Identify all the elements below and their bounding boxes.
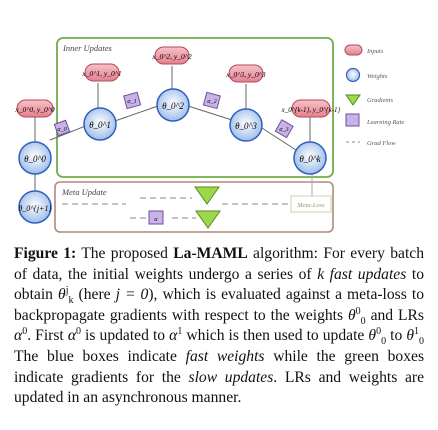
math-sup: 0 (22, 326, 28, 338)
math-sup: 0 (355, 305, 361, 317)
math-sup: 1 (177, 326, 183, 338)
gradient-triangle (195, 210, 221, 229)
input-pill: x_0^{k-1}, y_0^{k-1} (281, 99, 341, 118)
weight-node: θ_0^1 (83, 107, 117, 141)
math-sup: 0 (76, 326, 81, 338)
caption-text: The blue boxes indicate (14, 347, 186, 365)
lr-box: α_0 (53, 119, 71, 137)
caption-text: while the green boxes indicate gradients… (14, 347, 425, 386)
legend-item-grad-flow: Grad Flow (346, 140, 396, 147)
inner-updates-title: Inner Updates (62, 43, 113, 53)
math-alpha: α (14, 327, 23, 345)
math-alpha: α (169, 327, 178, 345)
input-pill: x_0^2, y_0^2 (151, 46, 192, 65)
caption-text: (here (73, 286, 116, 304)
input-pill: x_0^0, y_0^0 (14, 99, 55, 118)
svg-text:θ_0^{j+1}: θ_0^{j+1} (18, 204, 52, 213)
meta-update-frame (54, 181, 334, 233)
lr-box: α (148, 210, 164, 225)
algorithm-figure: Inner Updates Meta Update x_0^1, y_0^1 x… (14, 37, 404, 233)
legend-item-inputs: Inputs (344, 44, 384, 56)
svg-text:x_0^3, y_0^3: x_0^3, y_0^3 (225, 70, 265, 79)
math-sup: j (65, 285, 69, 296)
figure-caption: Figure 1: The proposed La-MAML algorithm… (14, 244, 424, 409)
svg-text:α_0: α_0 (57, 127, 66, 133)
meta-update-title: Meta Update (61, 187, 107, 197)
math-theta: θ (58, 286, 66, 304)
caption-label: Figure 1: (14, 245, 77, 262)
weight-node: θ_0^3 (229, 108, 263, 142)
svg-text:Weights: Weights (367, 73, 388, 80)
caption-text: which is then used to update (182, 327, 369, 345)
math-sub: k (68, 295, 74, 307)
legend-item-gradients: Gradients (345, 94, 393, 106)
caption-text: . LRs and weights are updated in an asyn… (14, 368, 424, 407)
svg-text:θ_0^3: θ_0^3 (235, 121, 257, 131)
caption-text: . First (27, 327, 68, 345)
caption-text: ), which is evaluated against a meta-los… (14, 286, 424, 324)
figure-diagram: Inner Updates Meta Update x_0^1, y_0^1 x… (14, 37, 404, 233)
svg-text:Grad Flow: Grad Flow (367, 140, 396, 147)
svg-text:x_0^2, y_0^2: x_0^2, y_0^2 (151, 52, 191, 61)
grad-flow-lines (62, 197, 290, 219)
math-sub: 0 (360, 315, 366, 327)
inner-updates-frame (56, 37, 334, 178)
svg-text:α_1: α_1 (127, 99, 136, 105)
math-theta: θ (406, 327, 414, 345)
weight-node: θ_0^0 (18, 141, 52, 175)
legend-item-weights: Weights (345, 67, 388, 83)
svg-text:x_0^{k-1}, y_0^{k-1}: x_0^{k-1}, y_0^{k-1} (281, 106, 341, 114)
input-pill: x_0^3, y_0^3 (225, 64, 266, 83)
weight-node: θ_0^k (293, 141, 327, 175)
math-theta: θ (368, 327, 377, 345)
svg-text:x_0^0, y_0^0: x_0^0, y_0^0 (14, 105, 54, 114)
svg-text:Learning Rate: Learning Rate (366, 119, 404, 126)
svg-text:α_2: α_2 (207, 99, 216, 105)
weight-node: θ_0^{j+1} (18, 190, 52, 224)
caption-emphasis: slow updates (188, 368, 274, 386)
caption-text: is updated to (81, 327, 170, 345)
legend-item-learning-rate: Learning Rate (345, 113, 404, 127)
math-sup: 1 (413, 326, 419, 338)
caption-text: The proposed (81, 245, 174, 262)
math-alpha: α (67, 327, 76, 345)
algorithm-name: La-MAML (173, 245, 248, 262)
svg-text:θ_0^1: θ_0^1 (89, 120, 111, 130)
meta-loss-label: Meta-Loss (296, 202, 325, 209)
math-sub: 0 (381, 336, 387, 348)
svg-text:α_3: α_3 (279, 127, 288, 133)
lr-box: α_3 (274, 119, 294, 139)
caption-emphasis: k fast updates (317, 265, 407, 283)
input-pill: x_0^1, y_0^1 (81, 63, 122, 82)
math-sub: 0 (418, 336, 424, 348)
caption-text: to obtain (14, 265, 424, 304)
caption-emphasis: fast weights (185, 347, 265, 365)
caption-text: algorithm: For every batch of data, the … (14, 245, 424, 283)
legend: Inputs Weights Gradients Learning Rate G… (344, 44, 404, 147)
caption-text: to (386, 327, 407, 345)
svg-text:θ_0^2: θ_0^2 (162, 101, 184, 111)
svg-text:Inputs: Inputs (366, 48, 384, 55)
weight-node: θ_0^2 (156, 88, 190, 122)
math-sup: 0 (376, 326, 382, 338)
meta-loss-box (290, 195, 332, 213)
gradient-triangle (194, 186, 220, 205)
lr-box: α_2 (202, 91, 221, 110)
svg-text:θ_0^k: θ_0^k (299, 154, 321, 164)
caption-text: and LRs (365, 306, 424, 324)
math-theta: θ (348, 306, 356, 324)
svg-text:θ_0^0: θ_0^0 (24, 154, 46, 164)
svg-text:Gradients: Gradients (367, 97, 393, 104)
math-j: j = 0 (115, 286, 149, 304)
svg-text:α: α (154, 217, 158, 223)
svg-text:x_0^1, y_0^1: x_0^1, y_0^1 (81, 69, 121, 78)
lr-box: α_1 (123, 91, 142, 110)
